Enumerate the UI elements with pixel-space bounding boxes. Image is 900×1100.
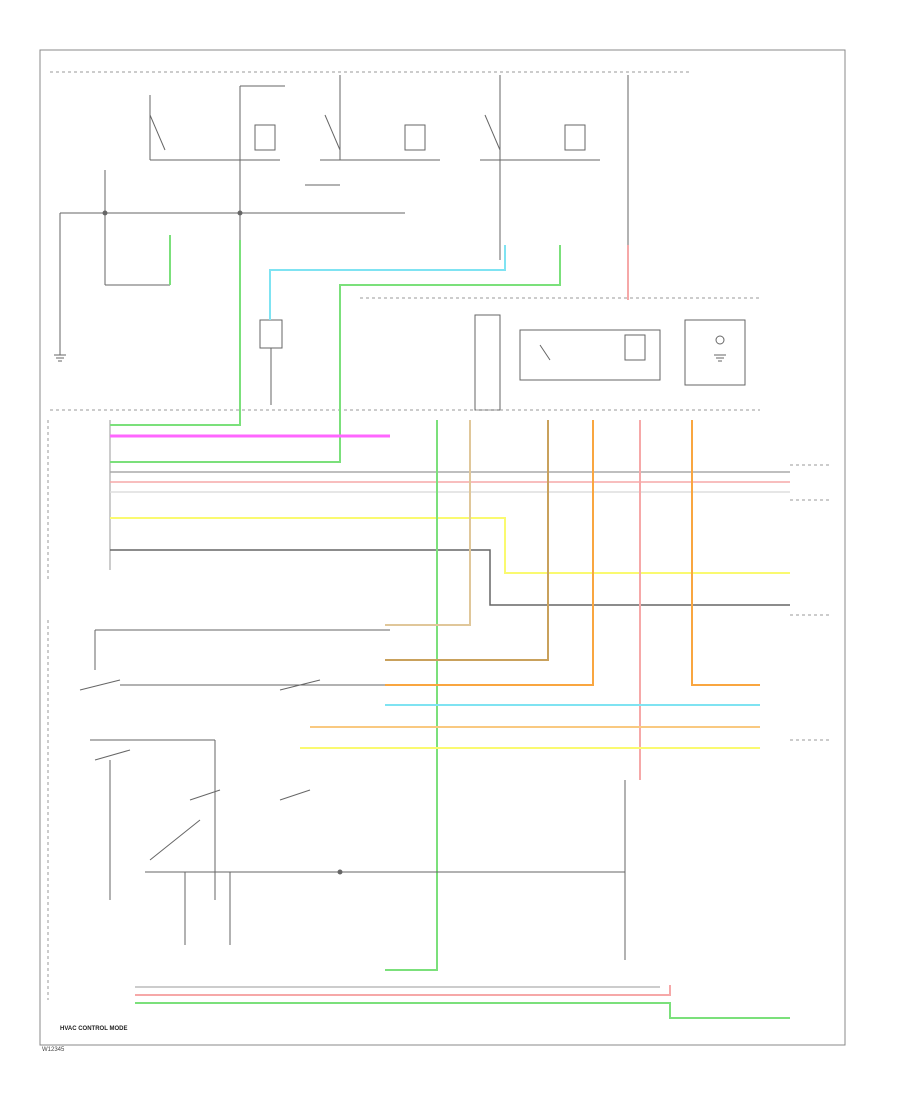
mode-switches [79, 629, 390, 900]
wire-green-3 [110, 245, 561, 463]
bottom-bus [145, 780, 626, 960]
wire-green-long [385, 420, 438, 971]
wire-yellow-1 [110, 517, 790, 574]
relay-group-2 [305, 75, 440, 186]
right-dashed-separators [790, 464, 830, 741]
wire-gray-2 [110, 549, 790, 606]
engine-control-module-outline [47, 420, 111, 580]
diagram-border [39, 49, 846, 1046]
wire-green-bottom [135, 1002, 790, 1019]
wire-orange-2 [691, 420, 760, 686]
footer-left-label: HVAC CONTROL MODE [60, 1026, 128, 1032]
wire-pink-bottom [135, 985, 671, 996]
wire-tan [385, 420, 471, 626]
wire-orange-1 [385, 420, 594, 686]
ground-symbol-right [714, 354, 726, 362]
wire-brown [385, 420, 549, 661]
blower-relay-block [474, 314, 746, 411]
wire-green-2 [110, 240, 241, 426]
corner-tag-label: W12345 [42, 1047, 65, 1053]
left-splice-network [59, 170, 405, 355]
relay-group-1 [149, 85, 285, 240]
ground-symbol-left [54, 354, 66, 362]
sensor-block [259, 319, 283, 405]
relay-group-3 [480, 75, 600, 260]
wire-lightblue [269, 245, 506, 320]
